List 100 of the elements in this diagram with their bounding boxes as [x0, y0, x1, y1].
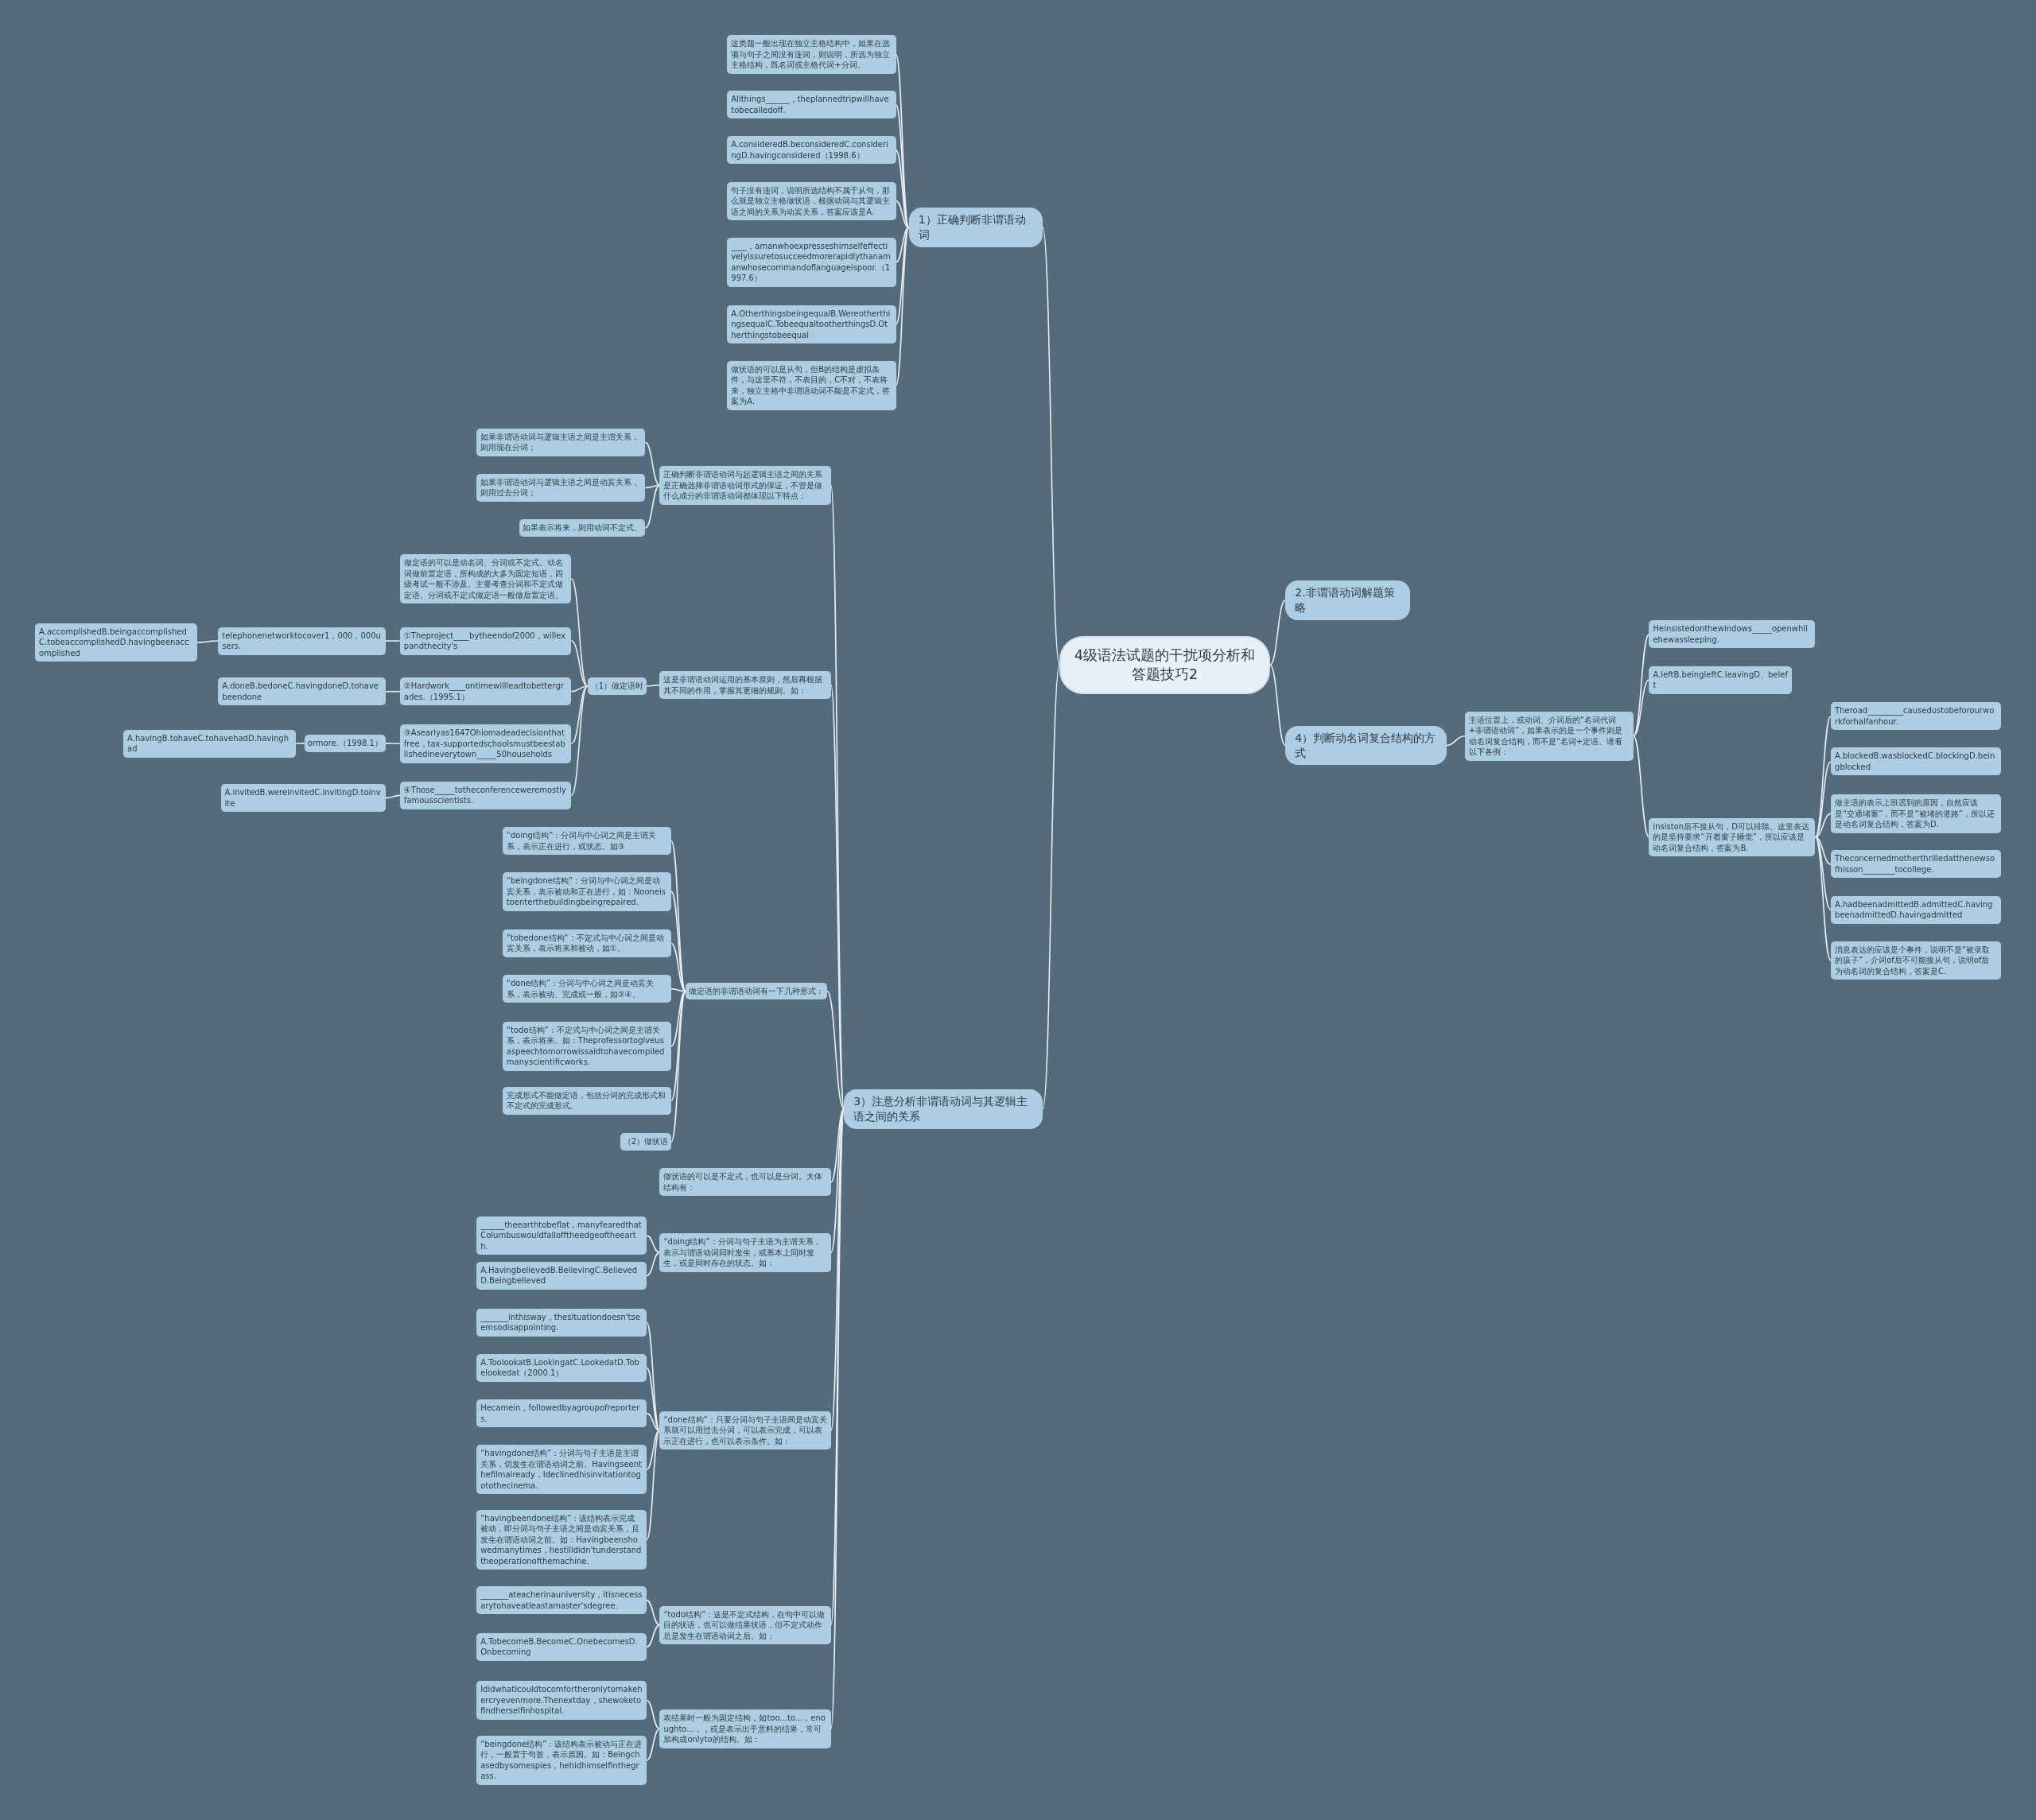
topic-box: 做状语的可以是不定式，也可以是分词。大体结构有：	[659, 1168, 831, 1197]
connector-line	[646, 1728, 661, 1761]
connector-line	[1814, 761, 1832, 838]
topic-box: ____，amanwhoexpresseshimselfeffectivelyissuretosucceedmorerapidlythanamanwhosecommandoflanguageispoor.（1997.6）	[727, 237, 896, 287]
topic-box: （2）做状语	[620, 1133, 672, 1151]
connector-line	[646, 1430, 661, 1470]
connector-line	[570, 685, 589, 797]
connector-line	[196, 640, 220, 643]
connector-line	[646, 1699, 661, 1730]
topic-box: 如果表示将来，则用动词不定式。	[519, 519, 646, 537]
connector-line	[1814, 813, 1832, 838]
topic-box: Hecamein，followedbyagroupofreporters.	[476, 1399, 647, 1427]
connector-line	[1633, 735, 1650, 838]
topic-box: 这是非谓语动词运用的基本原则，然后再根据其不同的作用，掌握其更细的规则。如：	[659, 671, 831, 700]
topic-box: 完成形式不能做定语，包括分词的完成形式和不定式的完成形式。	[502, 1086, 672, 1115]
topic-box: 如果非谓语动词与逻辑主语之间是主谓关系，则用现在分词；	[476, 428, 646, 456]
connector-line	[670, 942, 686, 992]
connector-line	[295, 743, 305, 744]
topic-box: A.OtherthingsbeingequalB.WereotherthingsequalC.TobeequaltootherthingsD.Otherthingstobeequal	[727, 305, 896, 344]
topic-box: 句子没有连词，说明所选结构不属于从句，那么就是独立主格做状语，根据动词与其逻辑主语之间的关系为动宾关系，答案应该是A.	[727, 181, 896, 221]
topic-box: “doing结构”：分词与中心词之间是主谓关系，表示正在进行，或状态。如③	[502, 827, 672, 855]
connector-line	[385, 690, 401, 693]
connector-line	[644, 484, 661, 529]
connector-line	[385, 743, 401, 745]
topic-box: A.TobecomeB.BecomeC.OnebecomesD.Onbecoming	[476, 1632, 647, 1661]
connector-line	[1269, 664, 1287, 747]
topic-box: A.accomplishedB.beingaccomplishedC.tobeaccomplishedD.havingbeenaccomplished	[35, 623, 198, 662]
topic-box: telephonenetworktocover1，000，000users.	[218, 627, 386, 655]
topic-box: ②Hardwork____ontimewillleadtobettergrades.（1995.1）	[399, 677, 572, 706]
topic-box: A.consideredB.beconsideredC.consideringD.havingconsidered（1998.6）	[727, 136, 896, 165]
topic-box: A.ToolookatB.LookingatC.LookedatD.Tobelookedat（2000.1）	[476, 1353, 647, 1382]
topic-box: 做状语的可以是从句，但B的结构是虚拟条件，与这里不符，不表目的，C不对，不表将来，独立主格中非谓语动词不能是不定式，答案为A.	[727, 360, 896, 410]
branch-topic: 3）注意分析非谓语动词与其逻辑主语之间的关系	[844, 1089, 1043, 1129]
topic-box: A.hadbeenadmittedB.admittedC.havingbeenadmittedD.havingadmitted	[1831, 895, 2001, 924]
connector-line	[1042, 664, 1061, 1110]
connector-line	[385, 794, 401, 799]
topic-box: A.invitedB.wereinvitedC.invitingD.toinvite	[220, 784, 386, 813]
topic-box: 表结果时一般为固定结构，如too...to...，enoughto...，，或是表示出乎意料的结果，常可加构成onlyto的结构。如：	[659, 1709, 831, 1748]
topic-box: _______ateacherinauniversity，itisnecessarytohaveatleastamaster'sdegree.	[476, 1586, 647, 1615]
connector-line	[1814, 836, 1832, 910]
connector-line	[830, 1108, 845, 1254]
topic-box: A.blockedB.wasblockedC.blockingD.beingblocked	[1831, 747, 2001, 776]
topic-box: _______inthisway，thesituationdoesn'tseemsodisappointing.	[476, 1308, 647, 1337]
topic-box: 这类题一般出现在独立主格结构中，如果在选项与句子之间没有连词，则说明，所选为独立主格结构，既名词或主格代词+分词。	[727, 35, 896, 74]
connector-line	[570, 578, 589, 687]
topic-box: “beingdone结构”：该结构表示被动与正在进行，一般置于句首，表示原因。如：Beingchasedbysomespies，hehidhimselfinthegrass.	[476, 1735, 647, 1785]
connector-line	[646, 1367, 661, 1431]
connector-line	[646, 1251, 661, 1277]
topic-box: “todo结构”：不定式与中心词之间是主谓关系，表示将来。如：Theprofessortogiveusaspeechtomorrowissaidtohavecompiledmanyscientificworks.	[502, 1021, 672, 1071]
connector-line	[646, 684, 661, 687]
connector-line	[646, 1624, 661, 1648]
connector-line	[646, 1599, 661, 1626]
topic-box: ormore.（1998.1）	[304, 735, 386, 752]
topic-box: A.HavingbelievedB.BelievingC.BelievedD.Beingbelieved	[476, 1261, 647, 1290]
topic-box: ④Those_____totheconferenceweremostlyfamousscientists.	[399, 781, 572, 809]
topic-box: 主语位置上，或动词、介词后的“名词代词+非谓语动词”，如果表示的是一个事件则是动名词复合结构，而不是“名词+定语。请看以下各例：	[1464, 711, 1634, 761]
connector-line	[670, 988, 686, 992]
topic-box: 做定语的可以是动名词、分词或不定式。动名词做前置定语，所构成的大多为固定短语，四级考试一般不涉及。主要考查分词和不定式做定语。分词或不定式做定语一般做后置定语。	[399, 554, 572, 604]
connector-line	[385, 640, 401, 642]
topic-box: （1）做定语时	[587, 677, 647, 695]
topic-box: “beingdone结构”：分词与中心词之间是动宾关系，表示被动和正在进行，如：Nooneistoenterthebuildingbeingrepaired.	[502, 872, 672, 911]
topic-box: A.havingB.tohaveC.tohavehadD.havinghad	[123, 729, 297, 758]
connector-line	[1633, 679, 1650, 737]
branch-topic: 4）判断动名词复合结构的方式	[1285, 725, 1447, 766]
topic-box: 做定语的非谓语动词有一下几种形式：	[686, 982, 827, 1000]
topic-box: 消息表达的应该是个事件，说明不是“被录取的孩子”，介词of后不可能接从句，说明of后为动名词的复合结构，答案是C.	[1831, 941, 2001, 980]
topic-box: ③Asearlyas1647Ohiomadeadecisionthatfree，tax-supportedschoolsmustbeestablishedineverytown_____50households	[399, 724, 572, 763]
topic-box: “havingdone结构”：分词与句子主语是主谓关系，切发生在谓语动词之前。Havingseenthefilmalready，Ideclinedhisinvitationtogotothecinema.	[476, 1445, 647, 1495]
topic-box: IdidwhatIcouldtocomfortheronlytomakehercryevenmore.Thenextday，shewoketofindherselfinhospital.	[476, 1681, 647, 1720]
topic-box: 如果非谓语动词与逻辑主语之间是动宾关系，则用过去分词；	[476, 473, 646, 502]
topic-box: “havingbeendone结构”：该结构表示完成被动，即分词与句子主语之间是动宾关系，且发生在谓语动词之前。如：Havingbeenshowedmanytimes，hestilldidn'tunderstandtheoperationofthemachine.	[476, 1509, 647, 1570]
branch-topic: 2.非谓语动词解题策略	[1285, 580, 1411, 620]
topic-box: “doing结构”：分词与句子主语为主谓关系，表示与谓语动词同时发生，或基本上同时发生，或是同时存在的状态。如：	[659, 1233, 831, 1272]
topic-box: “done结构”：分词与中心词之间是动宾关系，表示被动、完成或一般，如②④。	[502, 975, 672, 1003]
topic-box: “tobedone结构”：不定式与中心词之间是动宾关系，表示将来和被动，如①。	[502, 929, 672, 957]
connector-line	[670, 990, 686, 1047]
connector-line	[1633, 634, 1650, 737]
connector-line	[895, 149, 910, 228]
connector-line	[1445, 735, 1466, 747]
connector-line	[895, 227, 910, 263]
topic-box: insiston后不接从句，D可以排除。这里表达的是坚持要求“开着窗子睡觉”，所以应该是动名词复合结构，答案为B.	[1649, 817, 1816, 857]
connector-line	[646, 1430, 661, 1541]
topic-box: 做主语的表示上班迟到的原因，自然应该是“交通堵塞”，而不是“被堵的道路”，所以还是动名词复合结构，答案为D.	[1831, 794, 2001, 833]
connector-line	[570, 685, 589, 745]
topic-box: “done结构”：只要分词与句子主语间是动宾关系就可以用过去分词，可以表示完成，可以表示正在进行，也可以表示条件。如：	[659, 1411, 831, 1450]
connector-line	[826, 990, 845, 1110]
connector-line	[895, 200, 910, 228]
topic-box: 正确判断非谓语动词与起逻辑主语之间的关系是正确选择非谓语动词形式的保证，不管是做什么成分的非谓语动词都体现以下特点：	[659, 466, 831, 505]
topic-box: ______theearthtobeflat，manyfearedthatColumbuswouldfallofftheedgeoftheearth.	[476, 1216, 647, 1255]
connector-line	[830, 1108, 845, 1183]
branch-topic: 1）正确判断非谓语动词	[908, 208, 1043, 247]
connector-line	[1814, 836, 1832, 961]
topic-box: A.doneB.bedoneC.havingdoneD.tohavebeendone	[218, 677, 386, 706]
topic-box: Heinsistedonthewindows_____openwhilehewassleeping.	[1649, 620, 1816, 649]
connector-line	[646, 1235, 661, 1254]
topic-box: Allthings______，theplannedtripwillhavetobecalledoff.	[727, 91, 896, 119]
connector-line	[1269, 599, 1287, 666]
topic-box: A.leftB.beingleftC.leavingD。beleft	[1649, 666, 1793, 694]
connector-line	[570, 685, 589, 693]
connector-line	[895, 227, 910, 325]
